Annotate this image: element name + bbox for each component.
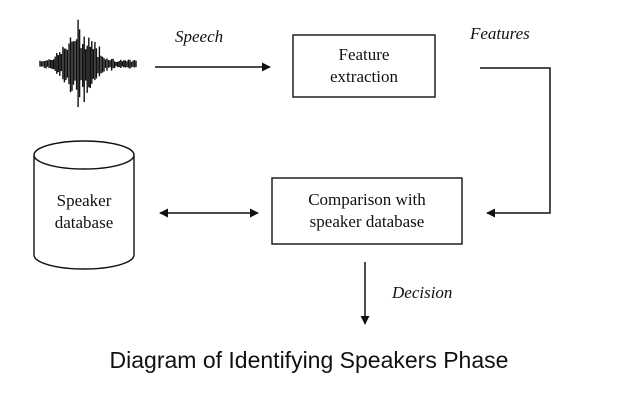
comparison-node: Comparison with speaker database [271,177,463,245]
feature-extraction-line2: extraction [330,67,398,86]
decision-label: Decision [391,283,452,302]
speaker-database-line1: Speaker [57,191,112,210]
features-label: Features [469,24,530,43]
feature-extraction-node: Feature extraction [292,34,436,98]
feature-extraction-line1: Feature [339,45,390,64]
waveform-icon [39,19,137,108]
speaker-database-node: Speaker database [33,140,135,270]
comparison-line2: speaker database [310,212,425,231]
features-arrow [480,67,551,218]
speech-label: Speech [175,27,223,46]
comparison-line1: Comparison with [308,190,426,209]
diagram-caption: Diagram of Identifying Speakers Phase [109,347,509,373]
speaker-database-line2: database [55,213,114,232]
